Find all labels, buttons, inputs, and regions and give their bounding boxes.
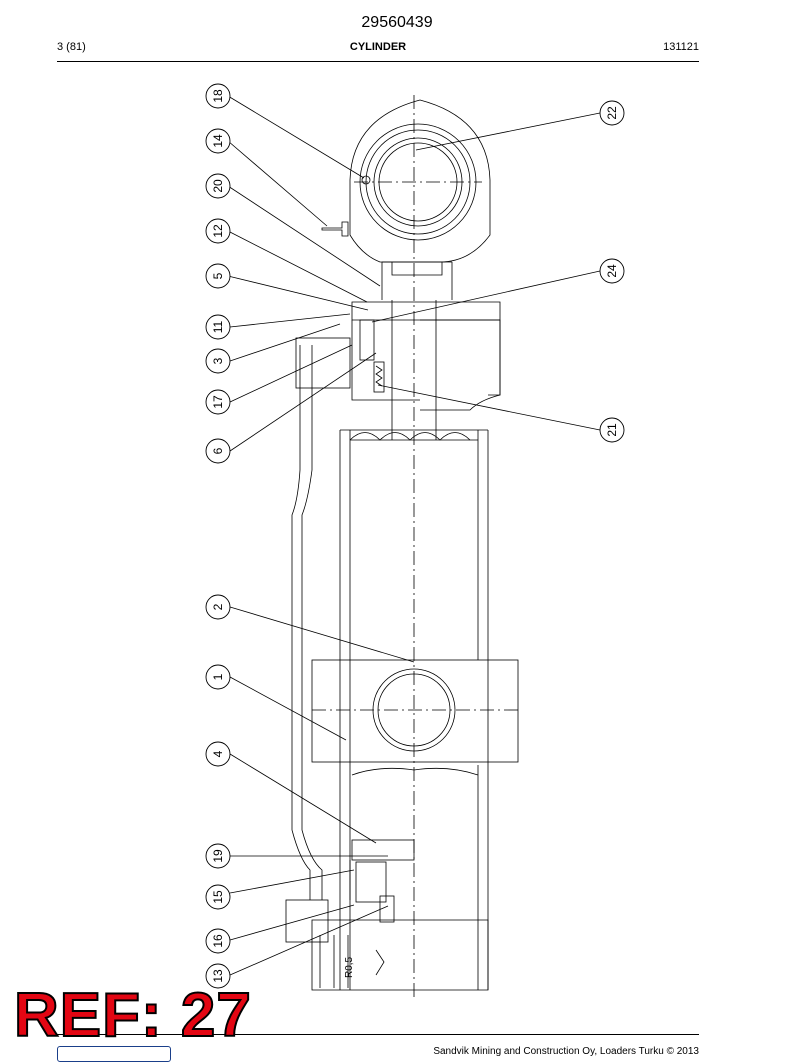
svg-text:13: 13 bbox=[211, 969, 225, 983]
callout-3: 3 bbox=[205, 348, 231, 374]
svg-text:22: 22 bbox=[605, 106, 619, 120]
callout-2: 2 bbox=[205, 594, 231, 620]
footer-rule bbox=[57, 1034, 699, 1035]
callout-12: 12 bbox=[205, 218, 231, 244]
svg-text:17: 17 bbox=[211, 395, 225, 409]
callout-6: 6 bbox=[205, 438, 231, 464]
callout-21: 21 bbox=[599, 417, 625, 443]
surface-finish-mark: R0,5 bbox=[344, 956, 355, 978]
end-cap bbox=[311, 919, 489, 991]
callout-18: 18 bbox=[205, 83, 231, 109]
callout-13: 13 bbox=[205, 963, 231, 989]
svg-text:24: 24 bbox=[605, 264, 619, 278]
leader-lines bbox=[227, 95, 601, 976]
callout-24: 24 bbox=[599, 258, 625, 284]
trunnion-block bbox=[311, 659, 519, 763]
svg-text:6: 6 bbox=[211, 447, 225, 454]
document-date: 131121 bbox=[663, 41, 699, 53]
seal-pack bbox=[359, 319, 375, 361]
callout-balloons: 18 14 20 12 5 11 3 17 6 2 1 4 19 15 16 1… bbox=[205, 83, 625, 989]
piston-nut bbox=[379, 895, 395, 923]
rod-neck bbox=[381, 261, 453, 300]
rod-eye-outline bbox=[349, 99, 491, 263]
callout-11: 11 bbox=[205, 314, 231, 340]
svg-text:11: 11 bbox=[211, 320, 225, 333]
svg-text:21: 21 bbox=[605, 423, 619, 437]
callout-17: 17 bbox=[205, 389, 231, 415]
svg-text:18: 18 bbox=[211, 89, 225, 103]
document-title: CYLINDER bbox=[349, 41, 407, 53]
svg-text:1: 1 bbox=[211, 673, 225, 680]
callout-20: 20 bbox=[205, 173, 231, 199]
header-row: 3 (81) CYLINDER 131121 bbox=[57, 41, 699, 57]
callout-19: 19 bbox=[205, 843, 231, 869]
svg-text:3: 3 bbox=[211, 357, 225, 364]
wear-ring bbox=[373, 361, 385, 393]
callout-22: 22 bbox=[599, 100, 625, 126]
grease-nipple bbox=[361, 175, 371, 185]
callout-14: 14 bbox=[205, 128, 231, 154]
svg-text:19: 19 bbox=[211, 849, 225, 863]
callout-5: 5 bbox=[205, 263, 231, 289]
callout-1: 1 bbox=[205, 664, 231, 690]
svg-text:4: 4 bbox=[211, 750, 225, 757]
svg-text:5: 5 bbox=[211, 272, 225, 279]
document-number: 29560439 bbox=[361, 14, 433, 31]
header-rule bbox=[57, 61, 699, 62]
callout-4: 4 bbox=[205, 741, 231, 767]
svg-text:20: 20 bbox=[211, 179, 225, 193]
gland-flange bbox=[351, 301, 501, 321]
callout-16: 16 bbox=[205, 928, 231, 954]
trunnion-bore bbox=[372, 668, 456, 752]
external-pipe bbox=[291, 345, 311, 900]
pipe-connector-bottom bbox=[285, 899, 329, 943]
pipe-connector-top bbox=[295, 337, 351, 389]
callout-15: 15 bbox=[205, 884, 231, 910]
svg-text:16: 16 bbox=[211, 934, 225, 948]
svg-text:14: 14 bbox=[211, 134, 225, 148]
svg-text:12: 12 bbox=[211, 224, 225, 238]
page-count: 3 (81) bbox=[57, 41, 86, 53]
piston-rod bbox=[391, 300, 437, 440]
lube-fitting bbox=[321, 221, 349, 237]
piston bbox=[351, 839, 415, 861]
svg-text:2: 2 bbox=[211, 603, 225, 610]
reference-stamp: REF: 27 bbox=[13, 981, 252, 1050]
svg-text:15: 15 bbox=[211, 890, 225, 904]
footer-copyright: Sandvik Mining and Construction Oy, Load… bbox=[433, 1046, 699, 1057]
